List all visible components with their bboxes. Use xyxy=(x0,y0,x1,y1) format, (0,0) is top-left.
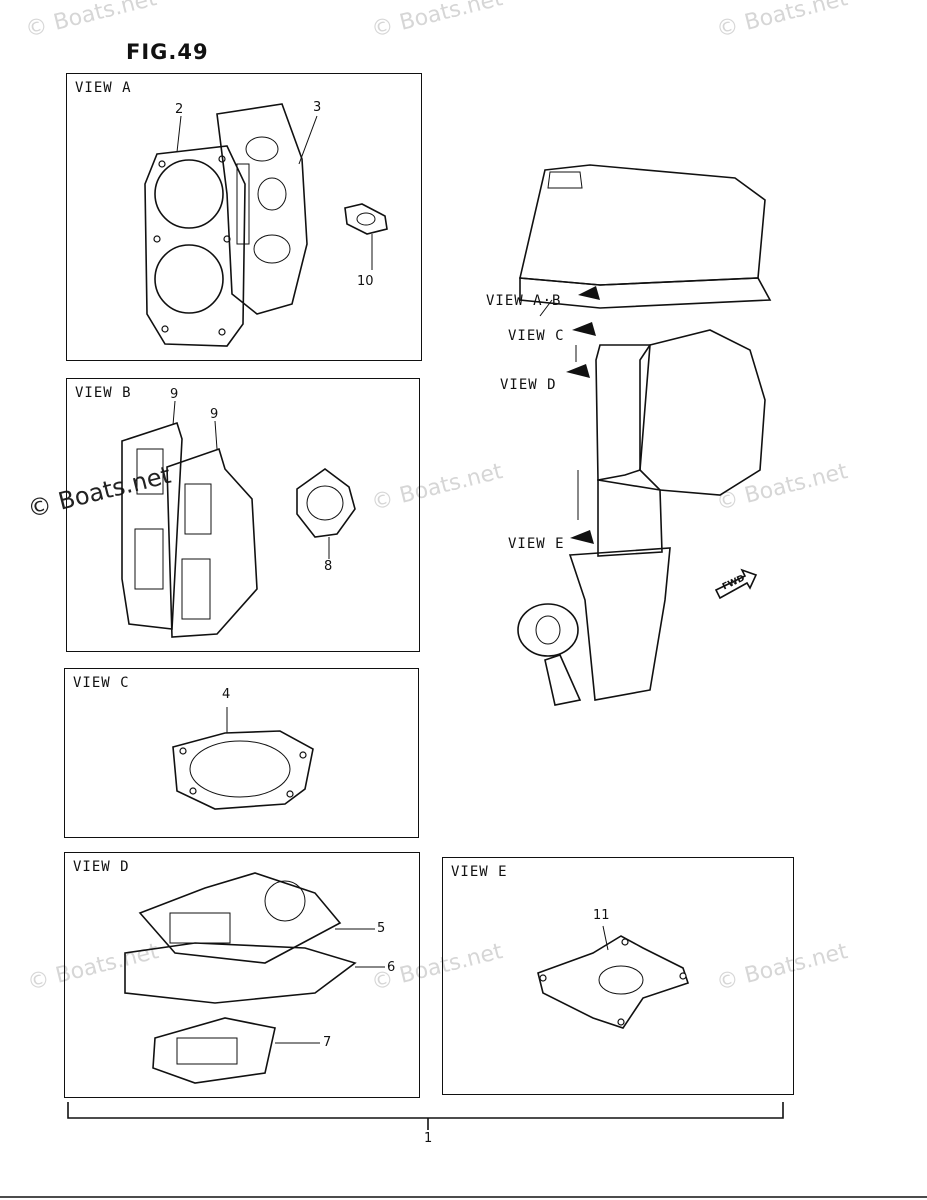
gasket-10 xyxy=(344,203,388,235)
watermark: © Boats.net xyxy=(368,0,506,43)
propeller xyxy=(517,603,579,657)
callout-10: 10 xyxy=(357,274,374,289)
callout-8: 8 xyxy=(324,559,333,574)
gasket-5 xyxy=(138,872,342,964)
view-tag-e: VIEW E xyxy=(508,536,565,552)
gasket-8 xyxy=(296,468,356,538)
callout-9: 9 xyxy=(170,387,179,402)
callout-7: 7 xyxy=(323,1035,332,1050)
figure-title: FIG.49 xyxy=(126,40,209,64)
panel-view-c: VIEW C 4 xyxy=(64,668,419,838)
panel-label: VIEW B xyxy=(75,385,132,401)
panel-view-d: VIEW D 5 6 7 xyxy=(64,852,420,1098)
gasket-6 xyxy=(124,942,357,1004)
panel-label: VIEW C xyxy=(73,675,130,691)
watermark: © Boats.net xyxy=(713,0,851,43)
gasket-2 xyxy=(144,145,246,347)
view-tag-c: VIEW C xyxy=(508,328,565,344)
gasket-4 xyxy=(172,730,314,810)
view-e-gaskets xyxy=(537,925,690,1029)
arrow-view-d xyxy=(566,364,590,378)
callout-2: 2 xyxy=(175,102,184,117)
callout-4: 4 xyxy=(222,687,231,702)
panel-view-b: VIEW B 9 9 8 xyxy=(66,378,420,652)
arrow-view-ab xyxy=(578,286,600,300)
gasket-11 xyxy=(537,935,690,1029)
watermark: © Boats.net xyxy=(713,459,851,516)
fwd-label: FWD xyxy=(720,573,747,593)
callout-1: 1 xyxy=(424,1131,433,1146)
watermark: © Boats.net xyxy=(22,0,160,43)
callout-11: 11 xyxy=(593,908,610,923)
gasket-9b xyxy=(166,447,258,638)
gasket-7 xyxy=(152,1017,276,1084)
gasket-9a xyxy=(121,421,183,630)
view-tag-d: VIEW D xyxy=(500,377,557,393)
arrow-view-c xyxy=(572,322,596,336)
assembly-bracket xyxy=(67,1102,784,1119)
callout-6: 6 xyxy=(387,960,396,975)
callout-5: 5 xyxy=(377,921,386,936)
arrow-view-e xyxy=(570,530,594,544)
panel-label: VIEW D xyxy=(73,859,130,875)
view-tag-ab: VIEW A·B xyxy=(486,293,562,309)
view-a-gaskets xyxy=(144,103,388,347)
callout-9: 9 xyxy=(210,407,219,422)
engine-body xyxy=(517,164,772,706)
panel-view-e: VIEW E 11 xyxy=(442,857,794,1095)
view-b-gaskets xyxy=(121,400,356,638)
panel-label: VIEW A xyxy=(75,80,132,96)
panel-view-a: VIEW A 2 3 10 xyxy=(66,73,422,361)
view-c-gaskets xyxy=(172,707,314,810)
panel-label: VIEW E xyxy=(451,864,508,880)
gasket-3 xyxy=(216,103,308,315)
view-d-gaskets xyxy=(124,872,385,1084)
callout-3: 3 xyxy=(313,100,322,115)
